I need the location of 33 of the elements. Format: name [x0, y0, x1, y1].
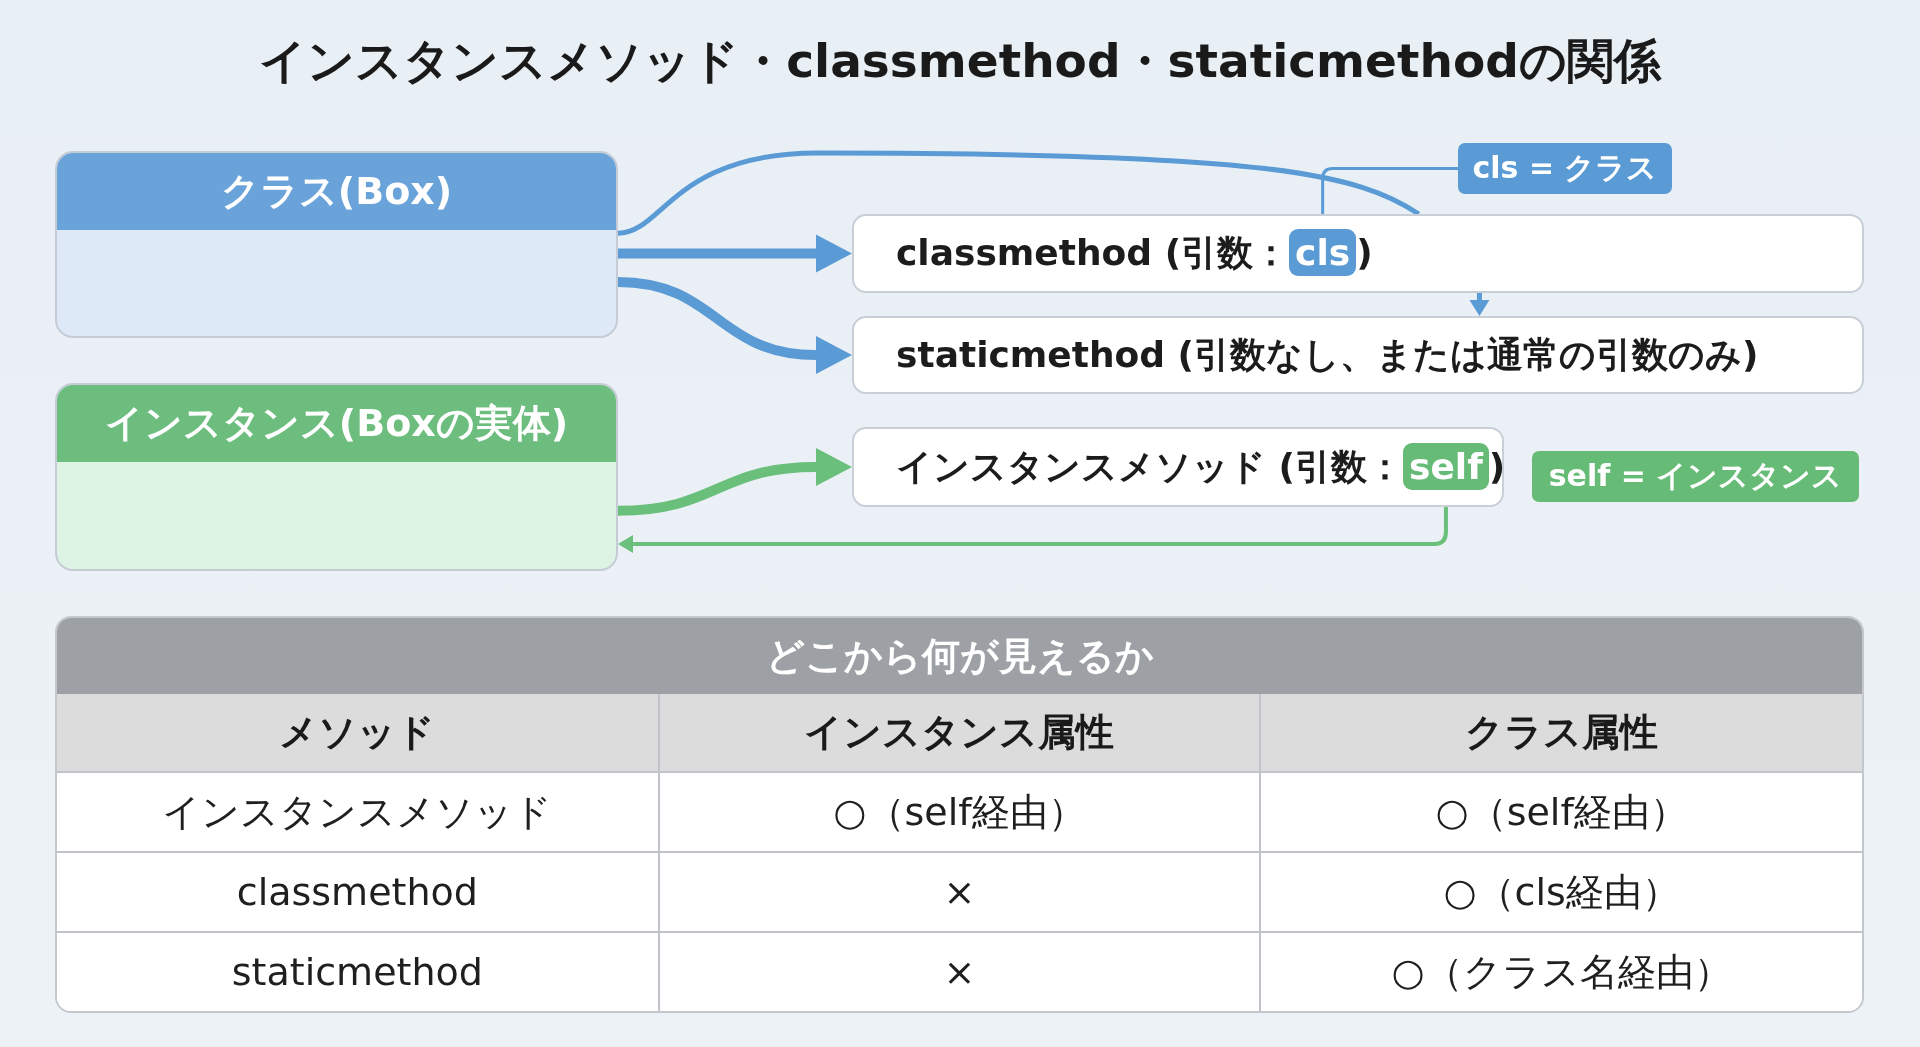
table-cell: ×	[658, 852, 1261, 932]
column-header: インスタンス属性	[658, 694, 1261, 772]
table-cell: ○（self経由）	[1260, 772, 1862, 852]
panel-header: クラス(Box)	[57, 153, 616, 230]
arrow	[1469, 293, 1490, 316]
instance-panel	[55, 383, 618, 571]
method-box	[852, 316, 1864, 394]
method-label: staticmethod (引数なし、または通常の引数のみ)	[896, 332, 1759, 377]
arrow	[617, 448, 852, 516]
arrow	[617, 276, 852, 374]
method-box	[852, 427, 1504, 507]
column-header: クラス属性	[1260, 694, 1862, 772]
column-header: メソッド	[57, 694, 659, 772]
arrow	[618, 234, 852, 273]
panel-header: インスタンス(Boxの実体)	[57, 385, 616, 462]
method-box	[852, 214, 1864, 293]
class-panel	[55, 151, 618, 338]
table-cell: staticmethod	[57, 932, 659, 1011]
annotation-tag: self = インスタンス	[1532, 451, 1859, 502]
table-cell: classmethod	[57, 852, 659, 932]
table-cell: ○（cls経由）	[1260, 852, 1862, 932]
leader-line	[1321, 167, 1458, 214]
table-cell: ×	[658, 932, 1261, 1011]
table-title: どこから何が見えるか	[57, 618, 1862, 694]
method-label: classmethod (引数：cls)	[896, 229, 1373, 278]
method-label: インスタンスメソッド (引数：self)	[896, 442, 1506, 492]
curved-line	[617, 150, 1420, 236]
annotation-tag: cls = クラス	[1458, 143, 1672, 194]
table-cell: インスタンスメソッド	[57, 772, 659, 852]
title: インスタンスメソッド・classmethod・staticmethodの関係	[259, 33, 1661, 89]
table-cell: ○（self経由）	[658, 772, 1261, 852]
table-cell: ○（クラス名経由）	[1260, 932, 1862, 1011]
return-arrow	[618, 507, 1448, 553]
